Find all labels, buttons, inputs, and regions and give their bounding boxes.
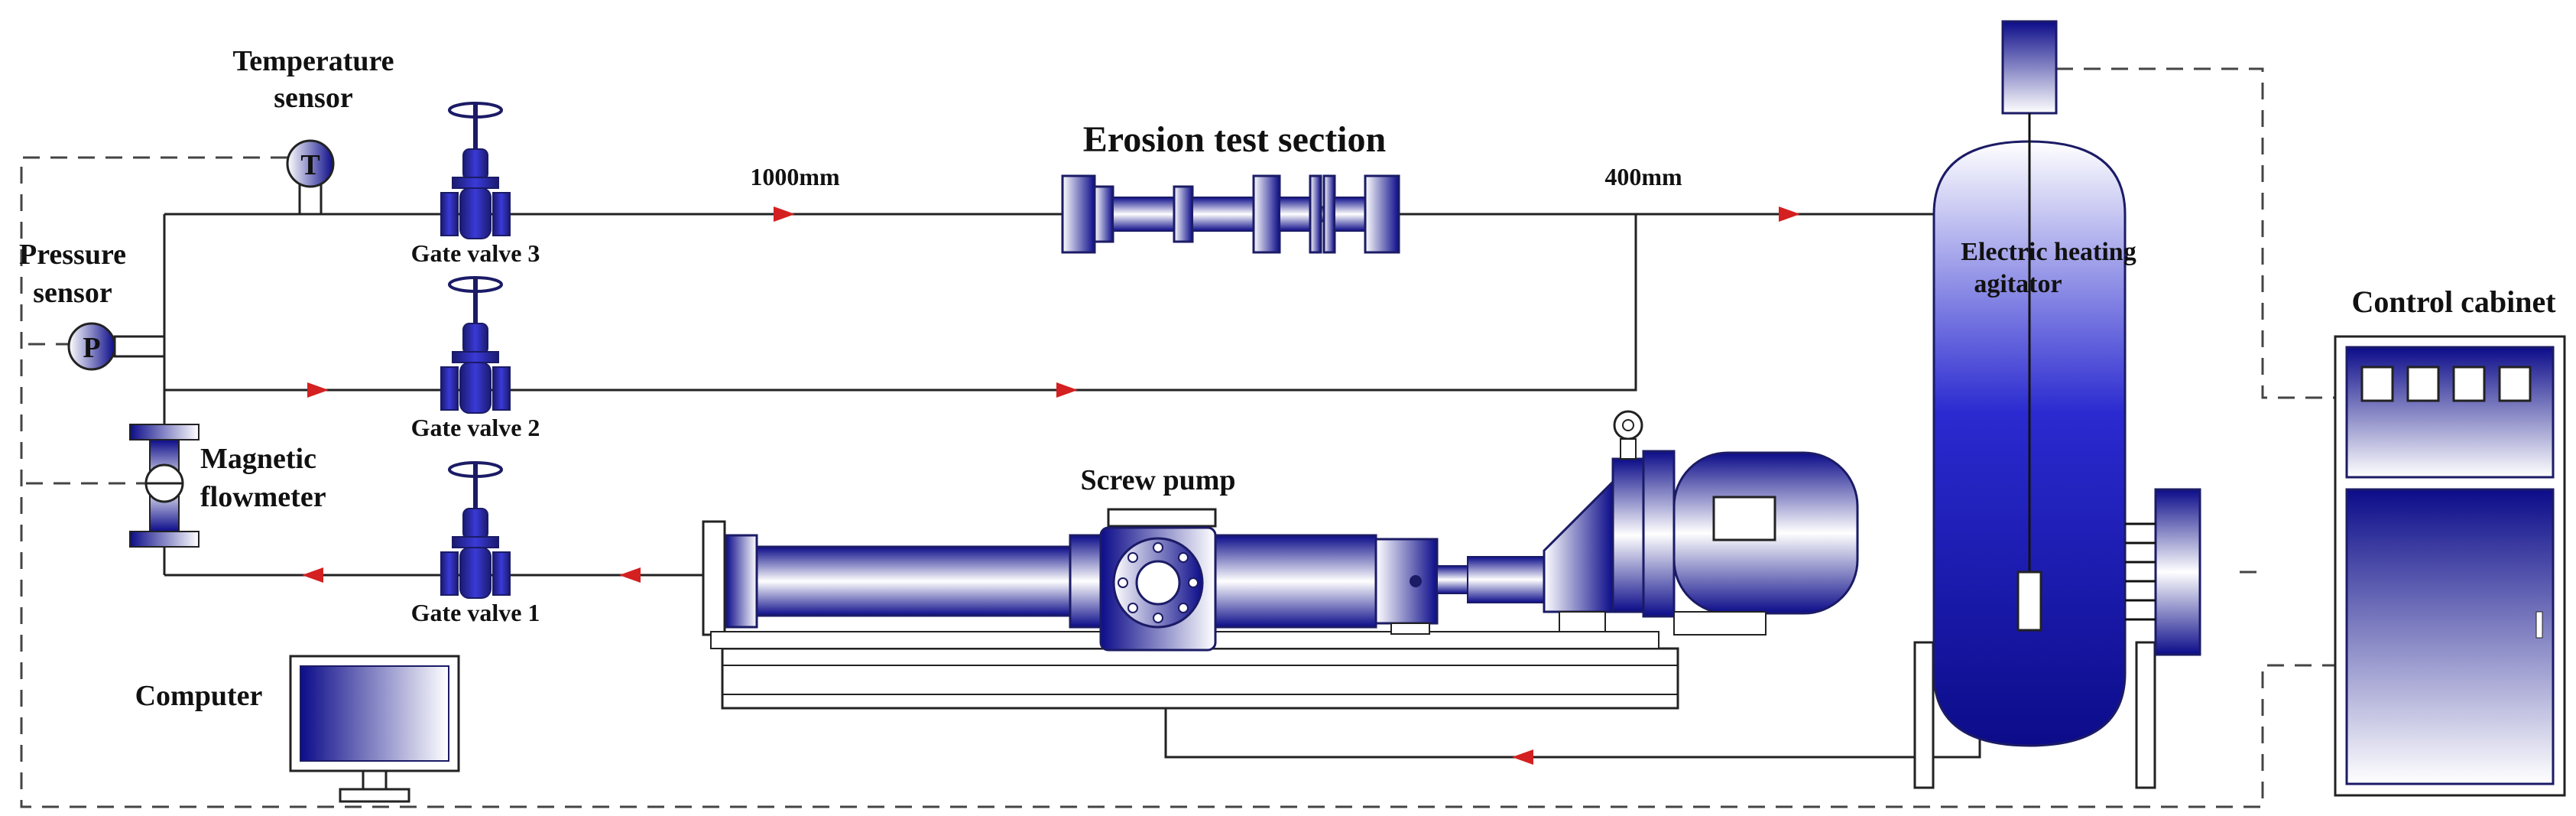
flow-arrow xyxy=(302,567,323,583)
erosion-test-section-label: Erosion test section xyxy=(1083,119,1386,160)
magnetic-flowmeter-label: Magnetic xyxy=(200,443,316,475)
electric-heating-agitator xyxy=(1913,20,2201,789)
flow-arrow xyxy=(1512,749,1533,765)
magnetic-flowmeter-label-2: flowmeter xyxy=(200,481,326,513)
gate-valve-2 xyxy=(440,276,511,414)
gate-valve-1-label: Gate valve 1 xyxy=(411,599,540,626)
pressure-sensor-label-2: sensor xyxy=(33,277,112,309)
signal-lines xyxy=(20,67,2335,808)
downstream-length-label: 400mm xyxy=(1604,163,1682,190)
magnetic-flowmeter xyxy=(129,424,200,548)
control-cabinet xyxy=(2334,335,2566,797)
flow-arrow xyxy=(1056,382,1078,398)
agitator-label-2: agitator xyxy=(1974,270,2062,298)
control-cabinet-label: Control cabinet xyxy=(2351,284,2556,319)
flow-arrow xyxy=(1779,206,1800,222)
temperature-sensor-label: Temperature xyxy=(232,45,394,77)
agitator-label: Electric heating xyxy=(1961,238,2136,266)
flow-arrow xyxy=(774,206,795,222)
pressure-sensor: P xyxy=(67,322,166,371)
pressure-sensor-label: Pressure xyxy=(19,239,126,271)
computer-label: Computer xyxy=(135,680,263,712)
gate-valve-1 xyxy=(440,461,511,599)
temperature-sensor: T xyxy=(286,139,335,216)
temperature-symbol: T xyxy=(300,149,320,181)
flow-arrows xyxy=(302,206,1800,765)
flow-arrow xyxy=(619,567,641,583)
temperature-sensor-label-2: sensor xyxy=(274,82,353,114)
screw-pump xyxy=(702,410,1859,710)
upstream-length-label: 1000mm xyxy=(750,163,840,190)
flow-arrow xyxy=(307,382,329,398)
gate-valve-3-label: Gate valve 3 xyxy=(411,239,540,267)
computer xyxy=(289,655,460,803)
gate-valve-3 xyxy=(440,102,511,239)
pressure-symbol: P xyxy=(83,332,100,364)
screw-pump-label: Screw pump xyxy=(1080,464,1235,496)
erosion-test-section xyxy=(1061,174,1400,254)
gate-valve-2-label: Gate valve 2 xyxy=(411,414,540,441)
